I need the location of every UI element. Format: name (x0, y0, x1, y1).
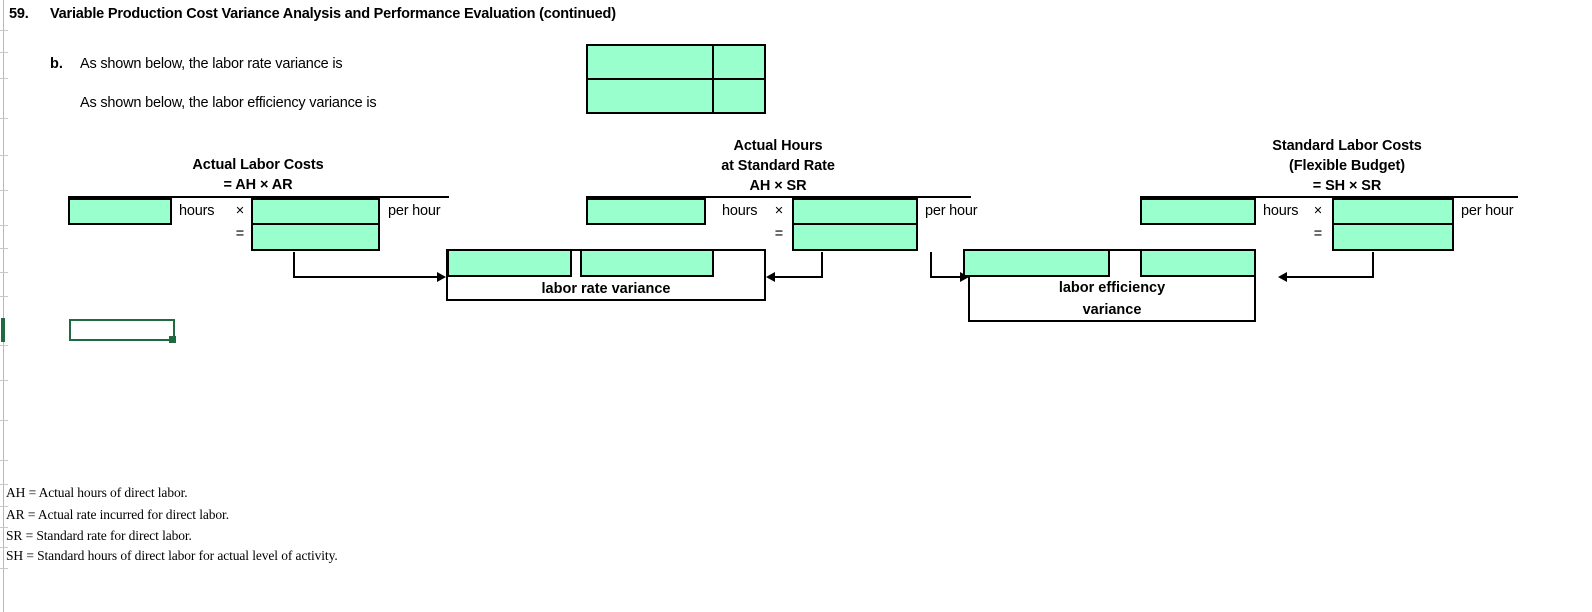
row-gutter-line (3, 0, 4, 612)
row-divider (0, 52, 8, 53)
row-divider (0, 190, 8, 191)
legend-item: SH = Standard hours of direct labor for … (6, 548, 338, 563)
connector-ahsr-to-efficiency-variance-horizontal (930, 276, 962, 278)
input-ahsr-total[interactable] (792, 225, 918, 251)
multiply-symbol-ahsr: × (774, 203, 784, 219)
prompt-labor-efficiency-variance: As shown below, the labor efficiency var… (80, 95, 377, 111)
input-actual-hours[interactable] (68, 198, 172, 225)
unit-per-hour-standard: per hour (1461, 203, 1514, 219)
multiply-symbol-standard: × (1313, 203, 1323, 219)
legend-item: AR = Actual rate incurred for direct lab… (6, 507, 229, 522)
column-rule-actual-hours-standard-rate (586, 196, 971, 198)
input-ahsr-hours[interactable] (586, 198, 706, 225)
heading-line: at Standard Rate (721, 158, 835, 174)
input-labor-efficiency-variance-favorability[interactable] (1140, 249, 1256, 277)
arrow-right-icon (960, 272, 969, 282)
equals-symbol-ahsr: = (774, 226, 784, 242)
variance-label-line: variance (1082, 302, 1142, 318)
arrow-left-icon (1278, 272, 1287, 282)
unit-per-hour-actual: per hour (388, 203, 441, 219)
input-standard-rate[interactable] (1332, 198, 1454, 225)
connector-standard-to-efficiency-variance-vertical (1372, 252, 1374, 278)
row-divider (0, 345, 8, 346)
unit-per-hour-ahsr: per hour (925, 203, 978, 219)
unit-hours-actual: hours (179, 203, 215, 219)
column-rule-actual-labor-costs (68, 196, 449, 198)
column-rule-standard-labor-costs (1140, 196, 1518, 198)
connector-ahsr-to-rate-variance-horizontal (775, 276, 823, 278)
row-divider (0, 225, 8, 226)
answer-cell-rate-favorability[interactable] (714, 46, 764, 78)
row-divider (0, 272, 8, 273)
heading-line: Actual Hours (733, 138, 823, 154)
input-standard-hours[interactable] (1140, 198, 1256, 225)
part-letter: b. (50, 56, 63, 72)
prompt-labor-rate-variance: As shown below, the labor rate variance … (80, 56, 343, 72)
column-heading-actual-hours-standard-rate: Actual Hours at Standard Rate AH × SR (678, 136, 878, 196)
row-divider (0, 420, 8, 421)
labor-efficiency-variance-label: labor efficiency variance (968, 277, 1256, 321)
multiply-symbol-actual: × (235, 203, 245, 219)
legend-item: SR = Standard rate for direct labor. (6, 528, 192, 543)
row-divider (0, 568, 8, 569)
answer-cell-rate-amount[interactable] (588, 46, 712, 78)
page-title: Variable Production Cost Variance Analys… (50, 6, 616, 22)
selected-row-indicator (1, 318, 5, 342)
row-divider (0, 155, 8, 156)
variance-label-line: labor efficiency (1058, 280, 1166, 296)
equals-symbol-standard: = (1313, 226, 1323, 242)
fill-handle[interactable] (169, 336, 176, 343)
arrow-right-icon (437, 272, 446, 282)
row-divider (0, 118, 8, 119)
row-divider (0, 380, 8, 381)
arrow-left-icon (766, 272, 775, 282)
row-divider (0, 506, 8, 507)
selected-spreadsheet-cell[interactable] (69, 319, 175, 341)
row-divider (0, 547, 8, 548)
heading-line: = SH × SR (1312, 178, 1382, 194)
input-actual-rate[interactable] (251, 198, 380, 225)
equals-symbol-actual: = (235, 226, 245, 242)
input-labor-rate-variance-amount[interactable] (447, 249, 572, 277)
row-divider (0, 248, 8, 249)
column-heading-actual-labor-costs: Actual Labor Costs = AH × AR (158, 155, 358, 195)
connector-actual-to-rate-variance-horizontal (293, 276, 439, 278)
unit-hours-ahsr: hours (722, 203, 758, 219)
heading-line: = AH × AR (223, 177, 293, 193)
connector-ahsr-to-efficiency-variance-vertical (930, 252, 932, 278)
row-divider (0, 484, 8, 485)
connector-actual-to-rate-variance-vertical (293, 252, 295, 278)
input-labor-efficiency-variance-amount[interactable] (963, 249, 1110, 277)
legend-item: AH = Actual hours of direct labor. (6, 485, 188, 500)
answer-grid-row-divider (586, 78, 766, 80)
labor-efficiency-variance-box (968, 249, 1256, 322)
answer-cell-efficiency-favorability[interactable] (714, 80, 764, 112)
connector-standard-to-efficiency-variance-horizontal (1287, 276, 1374, 278)
unit-hours-standard: hours (1263, 203, 1299, 219)
row-divider (0, 527, 8, 528)
heading-line: Actual Labor Costs (192, 157, 324, 173)
input-standard-total[interactable] (1332, 225, 1454, 251)
row-divider (0, 30, 8, 31)
row-divider (0, 296, 8, 297)
question-number: 59. (9, 6, 29, 22)
heading-line: (Flexible Budget) (1289, 158, 1405, 174)
heading-line: Standard Labor Costs (1272, 138, 1422, 154)
answer-cell-efficiency-amount[interactable] (588, 80, 712, 112)
connector-ahsr-to-rate-variance-vertical (821, 252, 823, 278)
row-divider (0, 460, 8, 461)
heading-line: AH × SR (749, 178, 807, 194)
input-ahsr-rate[interactable] (792, 198, 918, 225)
labor-rate-variance-label: labor rate variance (541, 281, 671, 297)
input-actual-total[interactable] (251, 225, 380, 251)
column-heading-standard-labor-costs: Standard Labor Costs (Flexible Budget) =… (1242, 136, 1452, 196)
row-divider (0, 78, 8, 79)
input-labor-rate-variance-favorability[interactable] (580, 249, 714, 277)
